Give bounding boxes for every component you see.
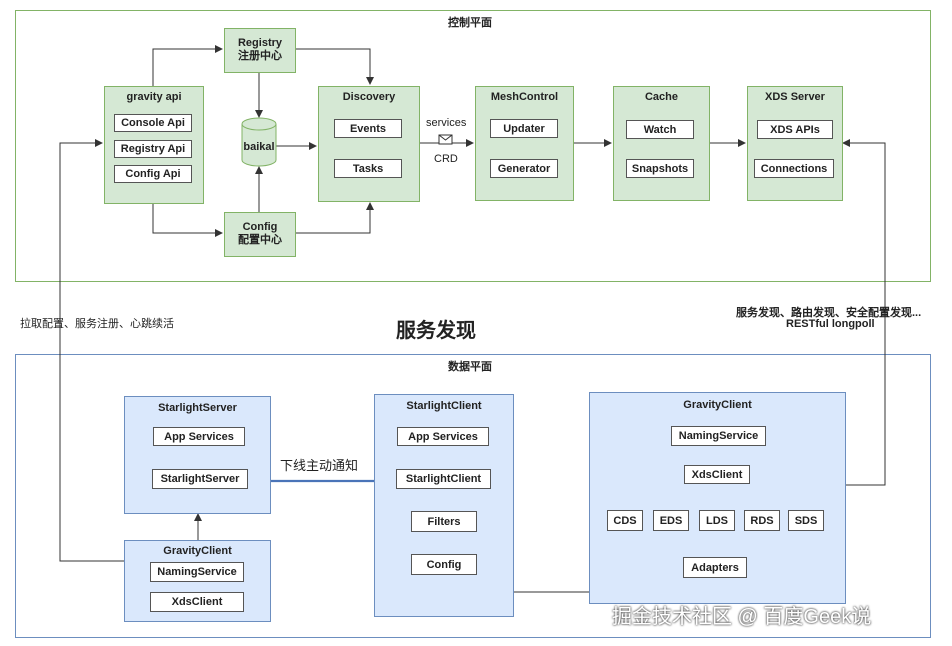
cache-title: Cache <box>644 91 679 103</box>
generator-box: Generator <box>490 159 558 178</box>
xds-client-box-left: XdsClient <box>150 592 244 612</box>
connections-box: Connections <box>754 159 834 178</box>
cds-box: CDS <box>607 510 643 531</box>
xds-apis-box: XDS APIs <box>757 120 833 139</box>
sds-box: SDS <box>788 510 824 531</box>
updater-box: Updater <box>490 119 558 138</box>
watermark: 掘金技术社区 @ 百度Geek说 <box>612 606 872 628</box>
starlight-client-title: StarlightClient <box>406 400 482 412</box>
registry-box: Registry 注册中心 <box>224 28 296 73</box>
xds-server-box: XDS Server <box>747 86 843 201</box>
app-services-box-server: App Services <box>153 427 245 446</box>
filters-box: Filters <box>411 511 477 532</box>
app-services-box-client: App Services <box>397 427 489 446</box>
gravity-client-right-title: GravityClient <box>683 399 752 411</box>
console-api-box: Console Api <box>114 114 192 132</box>
starlight-server-box: StarlightServer <box>124 396 271 514</box>
meshcontrol-title: MeshControl <box>490 91 559 103</box>
starlight-server-title: StarlightServer <box>158 402 237 414</box>
offline-notice-label: 下线主动通知 <box>280 458 359 473</box>
baikal-database-icon <box>241 117 277 167</box>
cache-box: Cache <box>613 86 710 201</box>
starlight-server-inner-box: StarlightServer <box>152 469 248 489</box>
services-label: services <box>426 117 467 129</box>
left-note: 拉取配置、服务注册、心跳续活 <box>20 318 174 330</box>
right-note-line2: RESTful longpoll <box>786 318 875 330</box>
meshcontrol-box: MeshControl <box>475 86 574 201</box>
naming-service-box-right: NamingService <box>671 426 766 446</box>
snapshots-box: Snapshots <box>626 159 694 178</box>
data-plane-title: 数据平面 <box>448 361 492 373</box>
gravity-client-left-title: GravityClient <box>163 545 232 557</box>
config-client-box: Config <box>411 554 477 575</box>
discovery-box: Discovery <box>318 86 420 202</box>
adapters-box: Adapters <box>683 557 747 578</box>
eds-box: EDS <box>653 510 689 531</box>
events-box: Events <box>334 119 402 138</box>
registry-title: Registry <box>237 37 283 49</box>
registry-subtitle: 注册中心 <box>238 50 282 62</box>
center-title: 服务发现 <box>396 320 476 342</box>
registry-api-box: Registry Api <box>114 140 192 158</box>
xds-server-title: XDS Server <box>765 91 825 103</box>
gravity-api-title: gravity api <box>126 91 182 103</box>
control-plane-title: 控制平面 <box>448 17 492 29</box>
config-box: Config 配置中心 <box>224 212 296 257</box>
baikal-label: baikal <box>243 141 275 153</box>
discovery-title: Discovery <box>342 91 396 103</box>
right-note-line1: 服务发现、路由发现、安全配置发现... <box>736 307 922 319</box>
config-api-box: Config Api <box>114 165 192 183</box>
xds-client-box-right: XdsClient <box>684 465 750 484</box>
config-subtitle: 配置中心 <box>238 234 282 246</box>
watch-box: Watch <box>626 120 694 139</box>
lds-box: LDS <box>699 510 735 531</box>
crd-label: CRD <box>434 153 458 165</box>
starlight-client-inner-box: StarlightClient <box>396 469 491 489</box>
config-title: Config <box>242 221 278 233</box>
naming-service-box-left: NamingService <box>150 562 244 582</box>
tasks-box: Tasks <box>334 159 402 178</box>
envelope-icon <box>438 134 453 145</box>
rds-box: RDS <box>744 510 780 531</box>
